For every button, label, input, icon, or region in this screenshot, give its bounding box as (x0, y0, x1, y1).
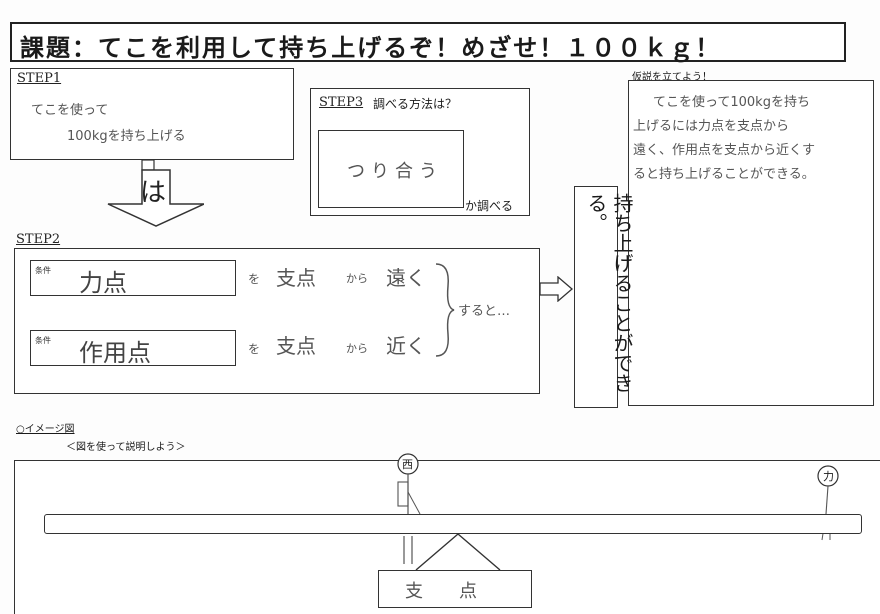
row-text: から (346, 272, 368, 285)
fulcrum-box: 支 点 (378, 570, 532, 608)
step2-label: STEP2 (16, 232, 61, 247)
step1-line2: 100kgを持ち上げる (67, 129, 186, 144)
condition-box: 条件 力点 (30, 260, 236, 297)
row-text: を (248, 272, 261, 286)
image-subtitle: ＜図を使って説明しよう＞ (66, 442, 186, 453)
step1-label: STEP1 (17, 71, 62, 86)
page-title: 課題：てこを利用して持ち上げるぞ！めざせ！１００ｋｇ！ (20, 34, 722, 62)
hypothesis-line: ると持ち上げることができる。 (633, 167, 815, 182)
down-arrow-icon (107, 160, 204, 227)
step3-suffix: か調べる (465, 199, 514, 213)
row-text: から (346, 342, 368, 355)
row-text: 支点 (276, 266, 316, 290)
then-text: すると… (458, 304, 511, 319)
hypothesis-line: てこを使って100kgを持ち (653, 95, 810, 110)
step1-box: STEP1 てこを使って 100kgを持ち上げる (10, 68, 294, 160)
lever-bar (44, 514, 862, 534)
weight-figure-icon (397, 453, 421, 564)
arrow-label: は (140, 178, 167, 208)
hypothesis-line: 上げるには力点を支点から (633, 119, 790, 134)
condition-tag: 条件 (35, 266, 51, 275)
row-text: 近く (386, 334, 426, 358)
hypothesis-box: てこを使って100kgを持ち 上げるには力点を支点から 遠く、作用点を支点から近… (628, 80, 874, 406)
step1-line1: てこを使って (31, 103, 109, 118)
result-text: 持ち上げることができる。 (584, 193, 634, 393)
title-box: 課題：てこを利用して持ち上げるぞ！めざせ！１００ｋｇ！ (10, 22, 846, 62)
condition-value: 作用点 (79, 339, 151, 367)
step3-answer-box: つり合う (318, 130, 464, 208)
hypothesis-line: 遠く、作用点を支点から近くす (633, 143, 816, 158)
fulcrum-triangle-icon (415, 533, 501, 571)
hypothesis-label: 仮説を立てよう！ (632, 72, 712, 83)
step3-title: 調べる方法は？ (373, 97, 458, 111)
row-text: を (248, 342, 261, 356)
condition-box: 条件 作用点 (30, 330, 236, 367)
image-label: ○イメージ図 (16, 424, 75, 435)
condition-value: 力点 (79, 269, 127, 297)
row-text: 遠く (386, 266, 426, 290)
right-circle-label: 力 (823, 470, 834, 483)
step3-answer: つり合う (347, 161, 443, 182)
right-arrow-icon (539, 276, 573, 302)
condition-tag: 条件 (35, 336, 51, 345)
fulcrum-label: 支 点 (405, 581, 477, 602)
step3-label: STEP3 (319, 95, 364, 110)
result-box: 持ち上げることができる。 (574, 186, 634, 408)
left-circle-label: 西 (402, 458, 413, 471)
brace-icon (435, 263, 455, 357)
row-text: 支点 (276, 334, 316, 358)
